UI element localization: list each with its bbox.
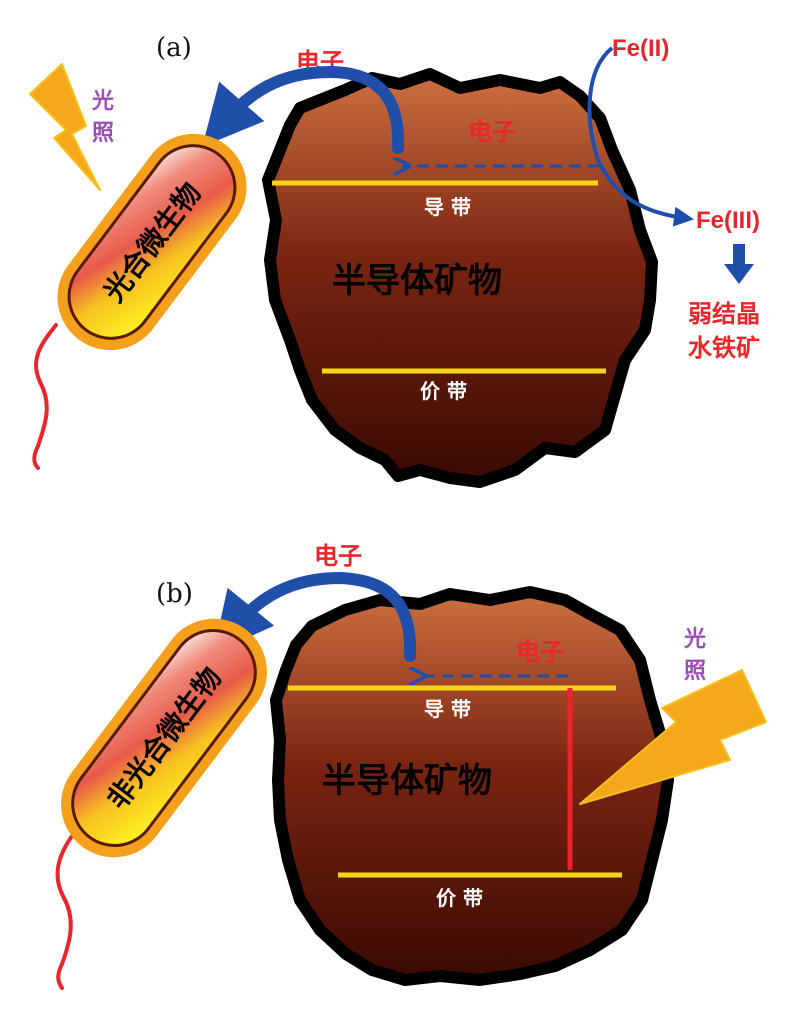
fe-oxidation-arrow-icon bbox=[587, 46, 694, 227]
light-text-b: 光照 bbox=[0, 0, 2, 1]
electron-label-inner-a: 电子 bbox=[468, 118, 516, 146]
microbe-b: 非光合微生物 bbox=[61, 618, 267, 858]
flagellum-a bbox=[32, 323, 58, 470]
electron-label-inner-b: 电子 bbox=[516, 638, 564, 666]
fe3-label: Fe(III) bbox=[696, 207, 760, 234]
electron-label-top-b: 电子 bbox=[314, 542, 362, 570]
fe2-label: Fe(II) bbox=[612, 35, 669, 62]
conduction-band-label-b: 导 带 bbox=[424, 697, 471, 721]
lightning-bolt-icon bbox=[29, 63, 101, 191]
light-label-b-2: 照 bbox=[684, 659, 706, 684]
curved-arrow-icon-b bbox=[213, 571, 417, 662]
conduction-band-label-a: 导 带 bbox=[424, 195, 471, 219]
panel-a-label: (a) bbox=[156, 33, 192, 63]
valence-band-label-b: 价 带 bbox=[436, 886, 483, 910]
lightning-bolt-icon-b bbox=[579, 669, 767, 805]
valence-band-label-a: 价 带 bbox=[420, 379, 467, 403]
mineral-body-a bbox=[262, 68, 658, 488]
curved-arrow-icon bbox=[202, 65, 405, 154]
down-arrow-icon bbox=[724, 244, 754, 284]
light-label-a-1: 光 bbox=[91, 89, 114, 114]
light-label-a-2: 照 bbox=[92, 121, 114, 146]
product-label-line1: 弱结晶 bbox=[688, 300, 760, 328]
flagellum-b bbox=[55, 834, 74, 990]
panel-b: (b) 导 带 价 带 半导体矿物 电子 电子 光 照 光照 非光合微生物 bbox=[0, 0, 767, 990]
panel-b-label: (b) bbox=[156, 579, 193, 609]
mineral-label-a: 半导体矿物 bbox=[332, 261, 502, 301]
light-label-b-1: 光 bbox=[683, 627, 706, 652]
mineral-label-b: 半导体矿物 bbox=[322, 761, 492, 801]
light-text-a: 光照 bbox=[0, 0, 2, 1]
product-label-line2: 水铁矿 bbox=[688, 334, 760, 362]
panel-a: (a) 导 带 价 带 半导体矿物 电子 电子 Fe(II) Fe(III) 弱… bbox=[0, 0, 760, 488]
